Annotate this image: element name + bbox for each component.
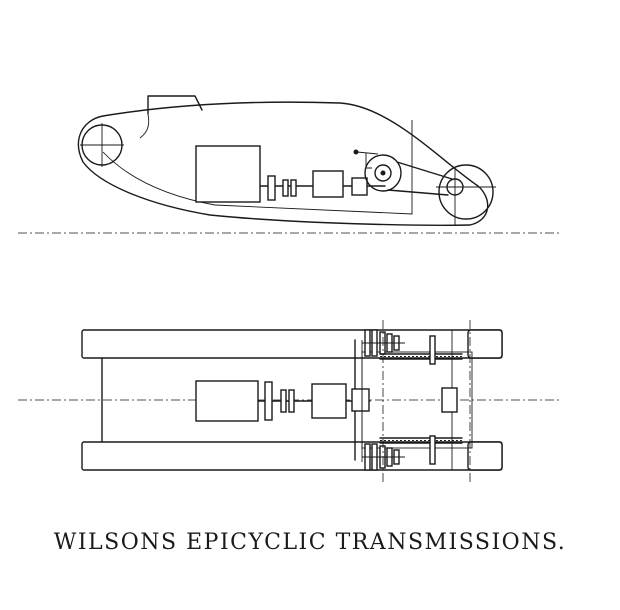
control-lever-knob — [353, 149, 359, 155]
lower-sprocket-housing — [467, 441, 503, 471]
gearbox — [312, 170, 344, 198]
epicyclic-gear-inner — [374, 164, 392, 182]
epicyclic-gear-outer — [364, 154, 402, 192]
lower-chain-wheel — [429, 435, 436, 465]
engine-block — [195, 145, 261, 203]
drive-chain-upper — [396, 161, 453, 180]
control-linkage — [365, 153, 372, 169]
plan-clutch-disc-1 — [280, 389, 287, 413]
front-sprocket-wheel — [438, 164, 494, 220]
cab-roof — [147, 95, 203, 115]
plan-clutch-disc-2 — [288, 389, 295, 413]
lower-track — [81, 441, 503, 471]
plan-gearbox-output — [351, 388, 370, 412]
lower-epicyclic-gearset — [362, 443, 405, 471]
hull-outline — [77, 101, 489, 226]
clutch-disc-2 — [290, 179, 297, 197]
lower-drive-chain — [379, 437, 463, 444]
clutch-disc-1 — [282, 179, 289, 197]
gearbox-output — [351, 177, 368, 196]
side-elevation-view — [18, 95, 562, 234]
plan-view — [18, 320, 562, 482]
control-lever — [356, 151, 379, 155]
drive-chain-lower — [387, 189, 449, 196]
upper-chain-wheel — [429, 335, 436, 365]
plan-differential — [441, 387, 458, 413]
flywheel — [267, 175, 276, 201]
upper-sprocket-housing — [467, 329, 503, 359]
plan-flywheel — [264, 381, 273, 421]
plan-gearbox — [311, 383, 347, 419]
upper-epicyclic-gearset — [362, 329, 405, 357]
upper-drive-chain — [379, 353, 463, 360]
plan-engine-block — [195, 380, 259, 422]
drawing-caption: WILSONS EPICYCLIC TRANSMISSIONS. — [53, 530, 567, 555]
epicyclic-gear-center — [380, 170, 386, 176]
cab-front-curve — [139, 113, 150, 139]
